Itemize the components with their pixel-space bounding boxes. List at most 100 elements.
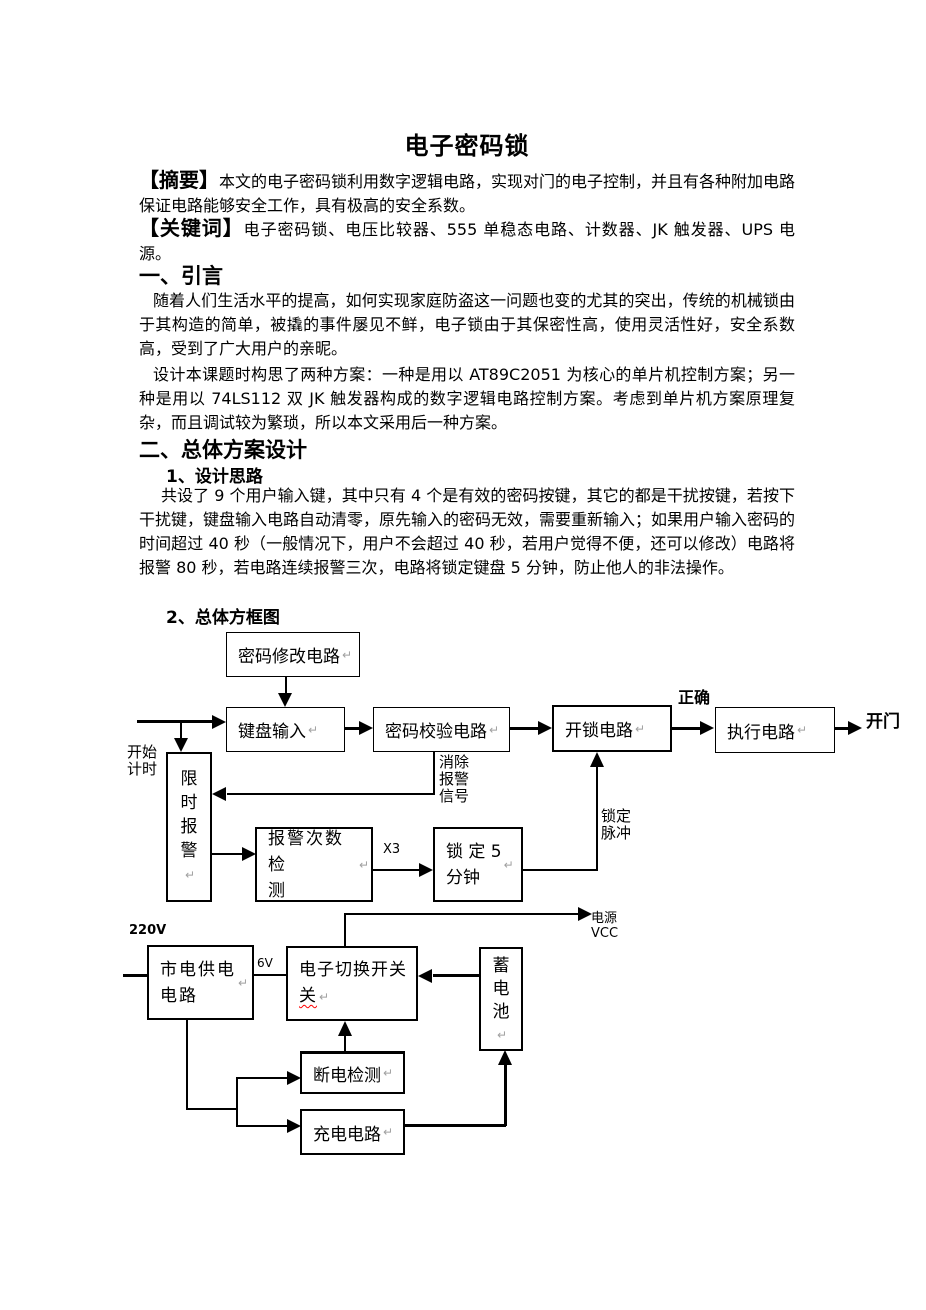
arrowhead-into-battery xyxy=(498,1050,512,1065)
connector-mains-down-h xyxy=(186,1108,238,1110)
arrowhead-into-detect xyxy=(287,1071,301,1085)
box-label: 密码修改电路 xyxy=(238,647,340,667)
arrowhead-into-lock5min xyxy=(419,863,433,877)
return-mark: ↵ xyxy=(797,723,808,737)
keywords-label: 【关键词】 xyxy=(139,216,244,240)
box-label: 执行电路 xyxy=(727,722,795,743)
abstract-paragraph: 【摘要】本文的电子密码锁利用数字逻辑电路，实现对门的电子控制，并且有各种附加电路… xyxy=(139,168,795,218)
return-mark: ↵ xyxy=(308,722,319,737)
subsection-heading-design-idea: 1、设计思路 xyxy=(166,467,263,487)
return-mark: ↵ xyxy=(383,1125,394,1139)
connector-mains-to-switch xyxy=(254,974,286,976)
label-start-timing: 开始 计时 xyxy=(127,743,158,778)
box-label: 市电供电 电路 xyxy=(160,959,236,1006)
box-label: 充电电路 xyxy=(313,1124,381,1145)
page-title: 电子密码锁 xyxy=(404,132,530,160)
connector-to-detect xyxy=(238,1077,287,1079)
label-times-three: X3 xyxy=(383,842,401,857)
connector-junction xyxy=(236,1077,238,1127)
connector-mains-down xyxy=(186,1020,188,1110)
subsection-heading-block-diagram: 2、总体方框图 xyxy=(166,608,280,628)
label-open-door: 开门 xyxy=(866,712,900,732)
connector-keyboard-to-check xyxy=(345,727,360,730)
connector-main-input-line xyxy=(137,720,214,723)
arrowhead-into-check xyxy=(359,721,373,735)
diagram-box-mains-power-circuit: 市电供电 电路↵ xyxy=(147,945,254,1020)
abstract-text: 本文的电子密码锁利用数字逻辑电路，实现对门的电子控制，并且有各种附加电路保证电路… xyxy=(139,172,796,215)
return-mark: ↵ xyxy=(342,647,353,662)
diagram-box-lock-5-minutes: 锁 定 5 分钟↵ xyxy=(433,827,523,902)
arrowhead-into-keyboard xyxy=(212,715,226,729)
connector-charge-to-battery-h xyxy=(405,1124,506,1127)
arrowhead-into-charge xyxy=(287,1119,301,1133)
diagram-box-electronic-switch: 电子切换开关 关↵ xyxy=(286,946,418,1021)
connector-detect-to-switch xyxy=(344,1036,346,1051)
section-heading-intro: 一、引言 xyxy=(139,264,223,288)
connector-clear-alarm xyxy=(227,793,435,795)
diagram-box-alarm-count-detect: 报警次数检 测↵ xyxy=(255,827,373,902)
arrowhead-into-timed-alarm-top xyxy=(174,738,188,752)
connector-lock-pulse-h xyxy=(523,869,598,871)
connector-branch-to-timed-alarm xyxy=(180,721,182,738)
arrowhead-into-execute xyxy=(700,721,714,735)
diagram-box-password-check-circuit: 密码校验电路↵ xyxy=(373,707,510,752)
arrowhead-modify-into-keyboard xyxy=(278,693,292,707)
return-mark: ↵ xyxy=(503,857,514,872)
return-mark: ↵ xyxy=(184,868,196,882)
connector-mains-input xyxy=(123,974,147,977)
intro-paragraph-2: 设计本课题时构思了两种方案：一种是用以 AT89C2051 为核心的单片机控制方… xyxy=(139,365,795,432)
connector-alarm-to-count xyxy=(212,853,244,855)
diagram-box-password-modify-circuit: 密码修改电路↵ xyxy=(226,632,360,677)
box-label: 密码校验电路 xyxy=(385,722,487,742)
arrowhead-into-count xyxy=(242,847,256,861)
diagram-box-storage-battery: 蓄 电 池 ↵ xyxy=(479,947,523,1051)
return-mark: ↵ xyxy=(489,722,500,737)
box-label: 蓄 电 池 xyxy=(492,956,510,1022)
arrowhead-battery-into-switch xyxy=(418,969,432,983)
connector-modify-to-keyboard xyxy=(285,677,287,694)
connector-unlock-to-execute xyxy=(672,727,702,730)
box-label: 断电检测 xyxy=(313,1065,381,1086)
connector-vcc-riser xyxy=(344,915,346,946)
label-clear-alarm-signal: 消除 报警 信号 xyxy=(439,753,470,805)
diagram-box-keyboard-input: 键盘输入↵ xyxy=(226,707,345,752)
box-label: 锁 定 5 分钟 xyxy=(446,841,502,888)
keywords-text: 电子密码锁、电压比较器、555 单稳态电路、计数器、JK 触发器、UPS 电源。 xyxy=(139,220,796,263)
abstract-label: 【摘要】 xyxy=(139,168,219,192)
return-mark: ↵ xyxy=(319,990,331,1004)
label-220v: 220V xyxy=(129,923,167,938)
connector-count-to-lock xyxy=(373,869,420,871)
arrowhead-to-open-door xyxy=(848,721,862,735)
diagram-box-power-failure-detect: 断电检测↵ xyxy=(300,1051,405,1094)
keywords-paragraph: 【关键词】电子密码锁、电压比较器、555 单稳态电路、计数器、JK 触发器、UP… xyxy=(139,216,795,266)
arrowhead-into-unlock xyxy=(538,721,552,735)
arrowhead-detect-into-switch xyxy=(338,1021,352,1036)
diagram-box-charge-circuit: 充电电路↵ xyxy=(300,1109,405,1155)
diagram-box-unlock-circuit: 开锁电路↵ xyxy=(552,705,672,752)
box-label-line2: 关 xyxy=(299,986,317,1006)
diagram-box-execute-circuit: 执行电路↵ xyxy=(715,707,835,753)
label-6v: 6V xyxy=(257,956,273,970)
return-mark: ↵ xyxy=(496,1028,508,1042)
arrowhead-to-vcc xyxy=(578,907,592,921)
connector-vcc-line xyxy=(344,913,578,915)
connector-lock-pulse-v xyxy=(596,766,598,871)
return-mark: ↵ xyxy=(635,721,646,736)
box-label: 报警次数检 测 xyxy=(268,828,344,901)
box-label: 开锁电路 xyxy=(565,721,633,741)
arrowhead-clear-into-alarm xyxy=(212,787,226,801)
arrowhead-pulse-into-unlock xyxy=(590,752,604,767)
box-label-line1: 电子切换开关 xyxy=(299,960,407,980)
label-lock-pulse: 锁定 脉冲 xyxy=(601,807,632,842)
connector-charge-to-battery-v xyxy=(504,1065,507,1126)
label-power-vcc: 电源 VCC xyxy=(591,911,619,941)
connector-to-charge xyxy=(238,1125,287,1127)
connector-check-to-unlock xyxy=(510,727,539,730)
label-correct: 正确 xyxy=(678,688,711,707)
connector-execute-to-door xyxy=(835,727,849,730)
intro-paragraph-1: 随着人们生活水平的提高，如何实现家庭防盗这一问题也变的尤其的突出，传统的机械锁由… xyxy=(139,291,795,358)
diagram-box-timed-alarm: 限 时 报 警↵ xyxy=(166,752,212,902)
section-heading-design: 二、总体方案设计 xyxy=(139,438,307,462)
box-label: 键盘输入 xyxy=(238,722,306,742)
